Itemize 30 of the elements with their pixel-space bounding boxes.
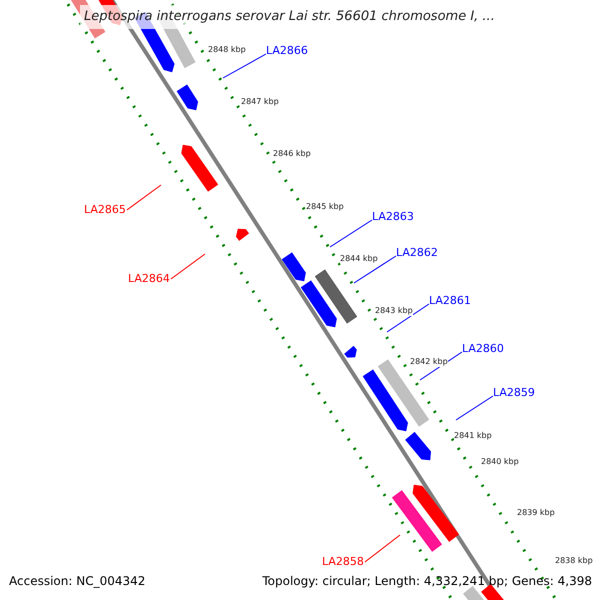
scale-tick-label: 2846 kbp [273, 149, 311, 159]
leader-line [456, 396, 494, 420]
leader-line [354, 256, 396, 284]
leader-line [126, 184, 162, 210]
gene-label: LA2862 [396, 246, 438, 260]
gene-label: LA2865 [84, 203, 126, 217]
gene-label: LA2858 [322, 555, 364, 569]
scale-tick-label: 2842 kbp [410, 357, 448, 367]
leader-line [222, 54, 266, 78]
scale-tick-label: 2841 kbp [454, 431, 492, 441]
gene-label: LA2863 [372, 210, 414, 224]
leader-line [330, 220, 372, 248]
gene-label: LA2866 [266, 44, 308, 58]
gene-label: LA2859 [493, 386, 535, 400]
leader-line [386, 304, 430, 332]
scale-tick-label: 2843 kbp [375, 306, 413, 316]
gene-label: LA2864 [128, 272, 170, 286]
scale-tick-label: 2845 kbp [306, 202, 344, 212]
leader-line [364, 534, 400, 562]
gene-label: LA2860 [462, 342, 504, 356]
leader-line [170, 254, 206, 280]
gene-label: LA2861 [429, 294, 471, 308]
scale-tick-label: 2839 kbp [517, 508, 555, 518]
info-text: Topology: circular; Length: 4,332,241 bp; Genes: 4,398 [262, 574, 592, 589]
info-text: Accession: NC_004342 [9, 574, 146, 589]
scale-tick-label: 2838 kbp [555, 556, 593, 566]
scale-tick-label: 2848 kbp [208, 45, 246, 55]
scale-tick-label: 2847 kbp [241, 97, 279, 107]
scale-tick-label: 2844 kbp [340, 254, 378, 264]
scale-tick-label: 2840 kbp [481, 457, 519, 467]
